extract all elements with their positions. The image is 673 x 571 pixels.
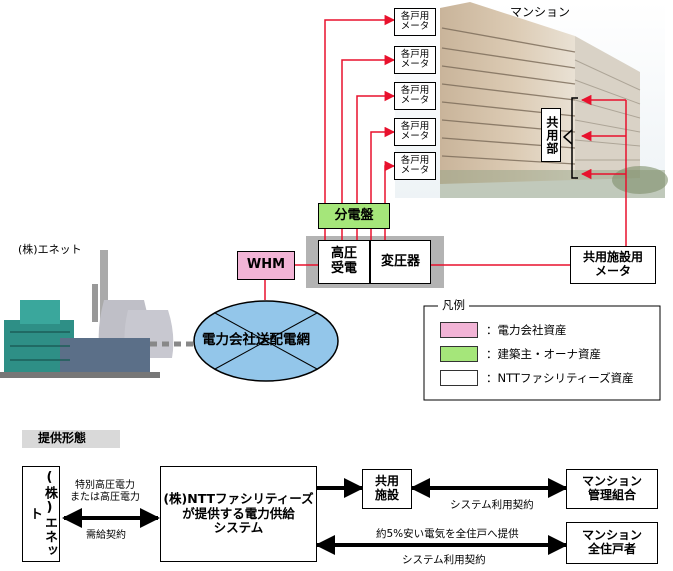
common-meter-box: 共用施設用 メータ bbox=[570, 246, 656, 284]
system-contract-label: システム利用契約 bbox=[450, 499, 534, 511]
common-area-box: 共用部 bbox=[541, 108, 561, 162]
common-facility-box: 共用 施設 bbox=[362, 469, 412, 509]
household-meter-5: 各戸用 メータ bbox=[394, 152, 436, 180]
residents-box: マンション 全住戸者 bbox=[566, 522, 658, 564]
legend-swatch-green bbox=[440, 346, 478, 362]
legend-item-utility: ：電力会社資産 bbox=[440, 322, 567, 338]
grid-label: 電力会社送配電網 bbox=[202, 332, 310, 348]
legend-label: ：NTTファシリティーズ資産 bbox=[486, 371, 634, 385]
ntt-system-box: (株)NTTファシリティーズ が提供する電力供給 システム bbox=[160, 466, 317, 562]
hv-receiving-box: 高圧 受電 bbox=[318, 240, 370, 284]
discount-note: 約5%安い電気を全住戸へ提供 bbox=[376, 528, 519, 540]
legend-label: ：電力会社資産 bbox=[486, 323, 567, 337]
legend-item-owner: ：建築主・オーナ資産 bbox=[440, 346, 601, 362]
system-contract-bottom-label: システム利用契約 bbox=[402, 554, 486, 566]
grid-ellipse bbox=[193, 300, 339, 382]
household-meter-1: 各戸用 メータ bbox=[394, 8, 436, 36]
supply-note: 特別高圧電力 または高圧電力 bbox=[70, 480, 140, 503]
bottom-arrows bbox=[62, 478, 568, 555]
household-meter-4: 各戸用 メータ bbox=[394, 118, 436, 146]
building-label: マンション bbox=[510, 5, 571, 19]
transformer-box: 変圧器 bbox=[370, 240, 431, 284]
power-plant-illustration bbox=[0, 250, 174, 378]
legend-swatch-pink bbox=[440, 322, 478, 338]
legend-item-ntt: ：NTTファシリティーズ資産 bbox=[440, 370, 634, 386]
company-label: (株)エネット bbox=[18, 243, 82, 256]
legend-swatch-white bbox=[440, 370, 478, 386]
legend-label: ：建築主・オーナ資産 bbox=[486, 347, 601, 361]
household-meter-3: 各戸用 メータ bbox=[394, 82, 436, 110]
ennet-box: (株)エネット bbox=[22, 466, 60, 562]
red-wiring bbox=[264, 14, 627, 300]
legend-title: 凡例 bbox=[438, 298, 469, 313]
management-box: マンション 管理組合 bbox=[566, 469, 658, 509]
heading-bar bbox=[22, 430, 120, 448]
common-area-bracket bbox=[562, 97, 578, 179]
distribution-panel: 分電盤 bbox=[318, 203, 390, 229]
section-heading: 提供形態 bbox=[38, 431, 87, 445]
household-meter-2: 各戸用 メータ bbox=[394, 46, 436, 74]
contract-label: 需給契約 bbox=[86, 530, 126, 541]
whm-box: WHM bbox=[237, 251, 295, 280]
legend-frame bbox=[423, 305, 661, 401]
